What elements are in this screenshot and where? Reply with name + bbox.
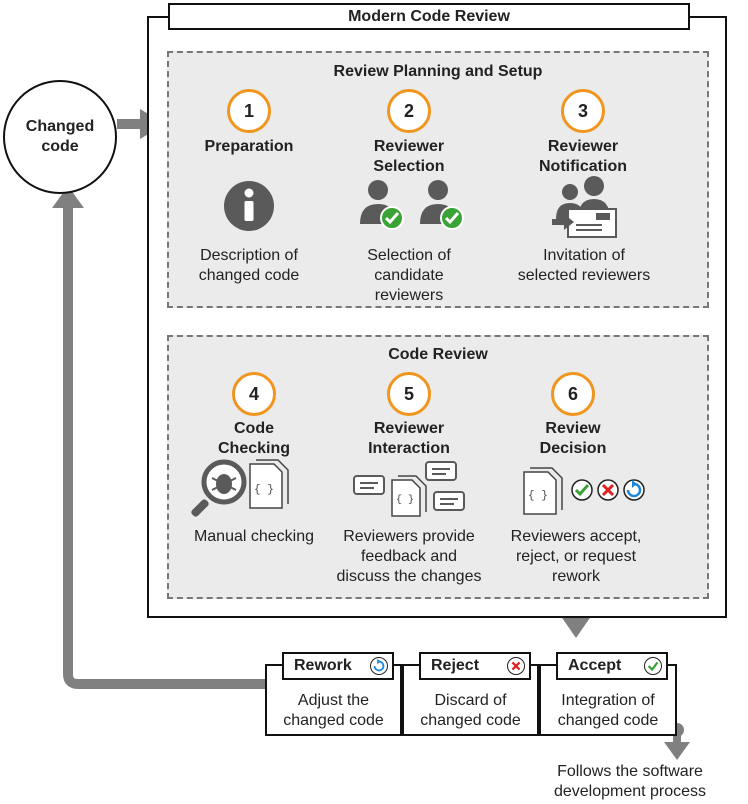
svg-text:{ }: { } <box>528 490 548 502</box>
step-5-title: Reviewer Interaction <box>368 420 450 457</box>
outcome-rework-text: Rework <box>294 657 352 674</box>
step-3-title: Reviewer Notification <box>539 138 627 175</box>
accept-icon <box>644 657 662 675</box>
step-1-number: 1 <box>227 89 271 133</box>
step-2-number: 2 <box>387 89 431 133</box>
section-planning-title: Review Planning and Setup <box>333 63 543 80</box>
outcome-reject-text: Reject <box>431 657 480 674</box>
decision-icon: { } <box>523 467 645 515</box>
svg-text:{ }: { } <box>254 484 274 496</box>
step-1-title: Preparation <box>204 138 294 155</box>
step-6-number: 6 <box>551 372 595 416</box>
step-4-number: 4 <box>232 372 276 416</box>
step-5-description: Reviewers provide feedback and discuss t… <box>336 528 482 585</box>
step-1-description: Description of changed code <box>198 247 300 284</box>
bug-magnifier-icon: { } <box>191 459 289 517</box>
changed-code-node: Changed code <box>3 80 117 194</box>
reviewers-check-icon <box>360 180 464 230</box>
step-2-description: Selection of candidate reviewers <box>367 247 451 304</box>
step-2-title: Reviewer Selection <box>373 138 445 175</box>
section-code-review-title: Code Review <box>388 346 488 363</box>
rework-icon <box>370 657 388 675</box>
diagram-title: Modern Code Review <box>168 3 690 30</box>
follows-process-note: Follows the software development process <box>553 763 707 800</box>
step-3-description: Invitation of selected reviewers <box>517 247 651 284</box>
outcome-reject-label: Reject <box>419 652 531 680</box>
outcome-accept-label: Accept <box>556 652 668 680</box>
outcome-rework-description: Adjust the changed code <box>283 692 384 729</box>
step-6-title: Review Decision <box>539 420 607 457</box>
step-4-description: Manual checking <box>193 528 315 545</box>
step-6-description: Reviewers accept, reject, or request rew… <box>510 528 642 585</box>
reject-icon <box>507 657 525 675</box>
step-3-number: 3 <box>561 89 605 133</box>
outcome-rework-label: Rework <box>282 652 394 680</box>
outcome-accept-description: Integration of changed code <box>557 692 659 729</box>
reviewers-mail-icon <box>552 176 617 238</box>
discussion-icon: { } <box>353 461 465 517</box>
svg-text:{ }: { } <box>396 494 414 506</box>
step-4-title: Code Checking <box>217 420 290 457</box>
info-icon <box>224 181 274 231</box>
outcome-accept-text: Accept <box>568 657 622 674</box>
outcome-reject-description: Discard of changed code <box>420 692 521 729</box>
step-5-number: 5 <box>387 372 431 416</box>
